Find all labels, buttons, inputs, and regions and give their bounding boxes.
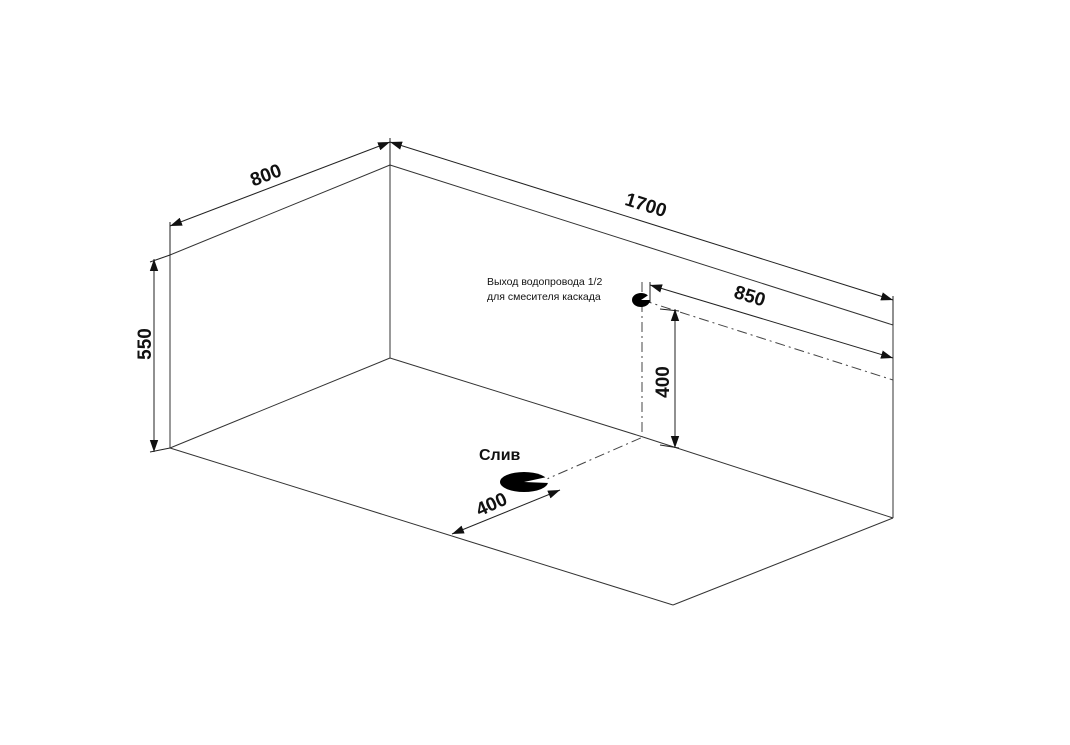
ext-line-550-top xyxy=(149,254,171,263)
edge-floor-left xyxy=(169,357,391,449)
dimension-550: 550 xyxy=(135,254,171,453)
drain-hole-notch xyxy=(524,477,549,483)
dimension-800: 800 xyxy=(169,138,391,255)
dim-line-850 xyxy=(649,284,894,359)
drain-label: Слив xyxy=(479,447,521,464)
ext-line-550-bottom xyxy=(149,447,171,453)
dim-line-800 xyxy=(169,141,391,227)
edge-floor-back xyxy=(389,357,644,438)
box-outline xyxy=(169,164,894,606)
dimension-400-drain: 400 xyxy=(451,489,561,535)
water-outlet: Выход водопровода 1/2 для смесителя каск… xyxy=(487,276,894,437)
ext-line-400h-top xyxy=(659,308,680,312)
edge-floor-right xyxy=(672,517,894,606)
dimension-400-height: 400 xyxy=(653,308,680,449)
drain-centerline xyxy=(539,436,644,483)
dimension-400-height-label: 400 xyxy=(653,366,674,398)
dimension-850-label: 850 xyxy=(731,282,767,311)
dimension-850: 850 xyxy=(649,282,894,359)
outlet-note-line2: для смесителя каскада xyxy=(487,291,601,303)
dim-line-1700 xyxy=(389,141,894,301)
dim-line-400d xyxy=(451,489,561,535)
edge-floor-front xyxy=(169,447,674,606)
outlet-note-line1: Выход водопровода 1/2 xyxy=(487,276,602,288)
outlet-horizontal-centerline xyxy=(641,299,894,381)
dimension-400-drain-label: 400 xyxy=(473,489,511,521)
outlet-hole-notch xyxy=(641,294,650,300)
edge-back-wall-bottom xyxy=(642,436,894,519)
dimension-550-label: 550 xyxy=(135,328,156,360)
dimension-800-label: 800 xyxy=(247,160,284,191)
drain: Слив xyxy=(479,436,644,492)
